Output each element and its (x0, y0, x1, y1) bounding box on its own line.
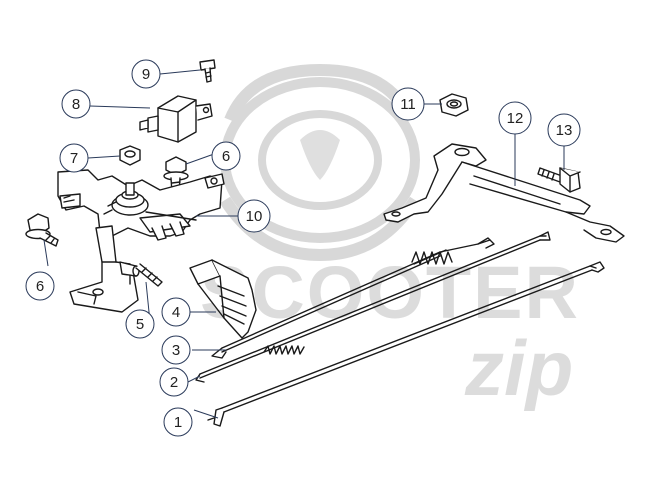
callout-7: 7 (59, 143, 89, 173)
callout-5-label: 5 (136, 316, 144, 333)
part-5-screw (119, 261, 163, 287)
part-8-switch-block (139, 95, 213, 143)
callout-10: 10 (237, 199, 271, 233)
part-1-rod (207, 261, 605, 427)
callout-1: 1 (163, 407, 193, 437)
callout-7-label: 7 (70, 150, 78, 167)
part-2-spring (263, 345, 305, 355)
callout-3: 3 (161, 335, 191, 365)
callout-13-label: 13 (556, 122, 573, 139)
callout-6-lower-label: 6 (36, 278, 44, 295)
part-7-hex-nut (119, 145, 141, 166)
part-6-flange-bolt-lower (25, 213, 59, 247)
part-13-bolt (537, 167, 581, 193)
callout-2-label: 2 (170, 374, 178, 391)
part-10-bracket-assembly (57, 169, 225, 241)
watermark-brand-top: SCOOTER (200, 251, 580, 334)
callout-9-label: 9 (142, 66, 150, 83)
watermark-brand-bottom: zip (464, 324, 573, 412)
callout-5: 5 (125, 309, 155, 339)
callout-8-label: 8 (72, 96, 80, 113)
callout-11: 11 (391, 87, 425, 121)
leader-lines (43, 69, 565, 419)
callout-6-upper: 6 (211, 141, 241, 171)
callout-6-upper-label: 6 (222, 148, 230, 165)
callout-3-label: 3 (172, 342, 180, 359)
part-3-spring (411, 249, 453, 265)
callout-6-lower: 6 (25, 271, 55, 301)
callout-8: 8 (61, 89, 91, 119)
callout-11-label: 11 (400, 96, 416, 113)
part-3-rod-with-spring (211, 237, 495, 359)
part-12-long-bracket (383, 143, 625, 243)
callout-12-label: 12 (507, 110, 524, 127)
callout-4-label: 4 (172, 304, 180, 321)
callout-12: 12 (498, 101, 532, 135)
callout-4: 4 (161, 297, 191, 327)
part-2-cable-with-spring (195, 231, 551, 383)
watermark: SCOOTER zip (200, 63, 580, 412)
callout-2: 2 (159, 367, 189, 397)
part-9-bolt (199, 59, 216, 83)
part-4-pedal-lever (189, 259, 257, 339)
callout-13: 13 (547, 113, 581, 147)
part-11-hex-nut (439, 93, 469, 117)
callout-10-label: 10 (246, 208, 263, 225)
callout-1-label: 1 (174, 414, 182, 431)
callout-9: 9 (131, 59, 161, 89)
